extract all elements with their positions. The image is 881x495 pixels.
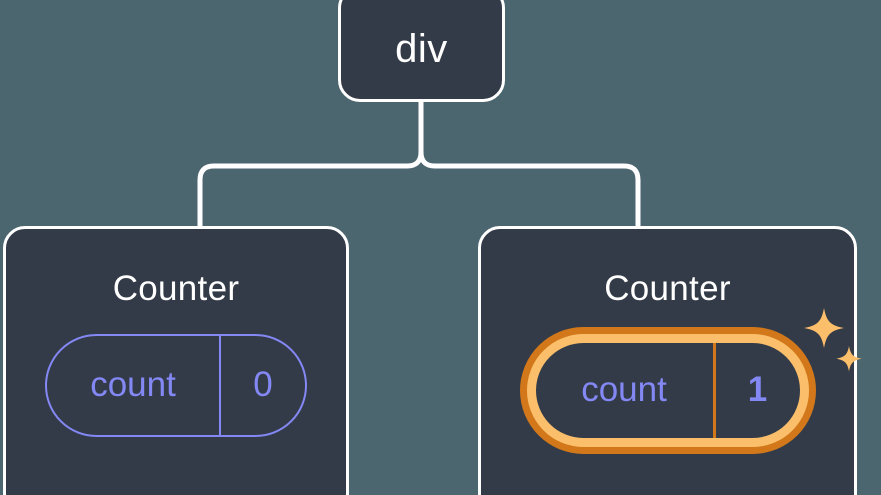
node-title: Counter — [604, 269, 731, 308]
state-name: count — [536, 343, 716, 438]
state-pill-wrapper: count 1 — [526, 308, 862, 447]
sparkle-icon — [835, 346, 862, 372]
node-root-label: div — [395, 27, 448, 71]
state-pill-wrapper: count 0 — [45, 334, 307, 437]
state-pill-highlighted[interactable]: count 1 — [526, 334, 809, 447]
state-name: count — [47, 336, 221, 435]
state-value: 0 — [253, 364, 273, 404]
connector-left-branch — [197, 98, 424, 231]
connector-right-branch — [418, 98, 641, 231]
state-pill[interactable]: count 0 — [45, 334, 307, 437]
sparkle-group — [803, 308, 862, 372]
node-root-div[interactable]: div — [338, 0, 505, 102]
node-title: Counter — [112, 269, 240, 308]
node-counter-right[interactable]: Counter count 1 — [478, 226, 862, 495]
node-counter-left[interactable]: Counter count 0 — [3, 226, 349, 495]
sparkle-icon — [803, 308, 844, 348]
state-value: 1 — [747, 369, 768, 409]
